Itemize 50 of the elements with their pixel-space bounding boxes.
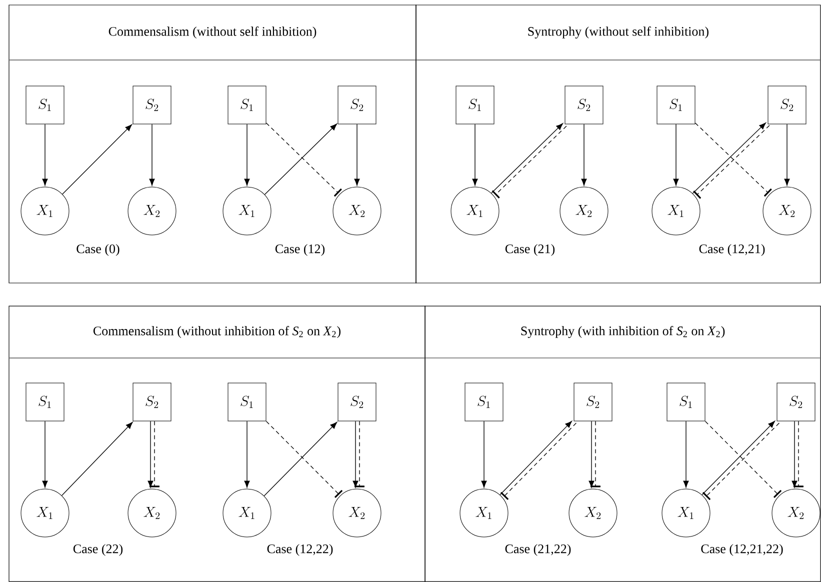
arrow: [792, 420, 798, 488]
arrow: [62, 422, 133, 496]
substrate-box: $S_2$: [574, 382, 612, 422]
arrow: [794, 420, 804, 488]
substrate-box: $S_2$: [564, 86, 604, 124]
arrow: [581, 124, 587, 186]
panel-title: Commensalism (without inhibition of S$_{2}$ on X$_{2}$): [93, 326, 340, 338]
arrow: [481, 420, 487, 488]
substrate-box: $S_2$: [132, 382, 172, 422]
case-label: Case (12,21,22): [701, 544, 783, 556]
arrow: [472, 124, 478, 186]
arrow: [42, 124, 48, 186]
substrate-box: $S_2$: [776, 382, 816, 422]
substrate-box: $S_2$: [768, 86, 806, 124]
substrate-box: $S_1$: [666, 382, 706, 422]
arrow: [42, 420, 48, 488]
substrate-box: $S_2$: [132, 86, 172, 124]
arrow: [150, 420, 160, 488]
case-label: Case (0): [76, 244, 120, 256]
case-label: Case (12,22): [267, 544, 333, 556]
substrate-box: $S_1$: [228, 382, 266, 422]
arrow: [352, 420, 358, 488]
panel-title: Syntrophy (with inhibition of S$_{2}$ on X$_{2}$): [521, 326, 725, 338]
case-label: Case (21,22): [505, 544, 571, 556]
arrow: [588, 420, 594, 488]
case-label: Case (22): [73, 544, 123, 556]
arrow: [784, 124, 790, 186]
arrow: [148, 420, 154, 488]
arrow: [244, 124, 250, 186]
arrow: [683, 420, 689, 488]
arrow: [590, 420, 600, 488]
case-label: Case (12): [275, 244, 325, 256]
arrow: [354, 124, 360, 186]
arrow: [244, 420, 250, 488]
arrow: [149, 124, 155, 186]
arrow: [673, 124, 679, 186]
arrow: [354, 420, 364, 488]
case-label: Case (21): [505, 244, 555, 256]
substrate-box: $S_1$: [656, 86, 696, 124]
substrate-box: $S_1$: [456, 86, 494, 124]
arrow: [62, 124, 132, 194]
case-label: Case (12,21): [699, 244, 765, 256]
substrate-box: $S_1$: [26, 86, 64, 124]
substrate-box: $S_1$: [26, 382, 64, 422]
panel-title: Commensalism (without self inhibition): [108, 26, 316, 38]
substrate-box: $S_2$: [338, 86, 376, 124]
substrate-box: $S_2$: [338, 382, 376, 422]
panel-title: Syntrophy (without self inhibition): [528, 26, 708, 38]
substrate-box: $S_1$: [228, 86, 266, 124]
substrate-box: $S_1$: [464, 382, 504, 422]
